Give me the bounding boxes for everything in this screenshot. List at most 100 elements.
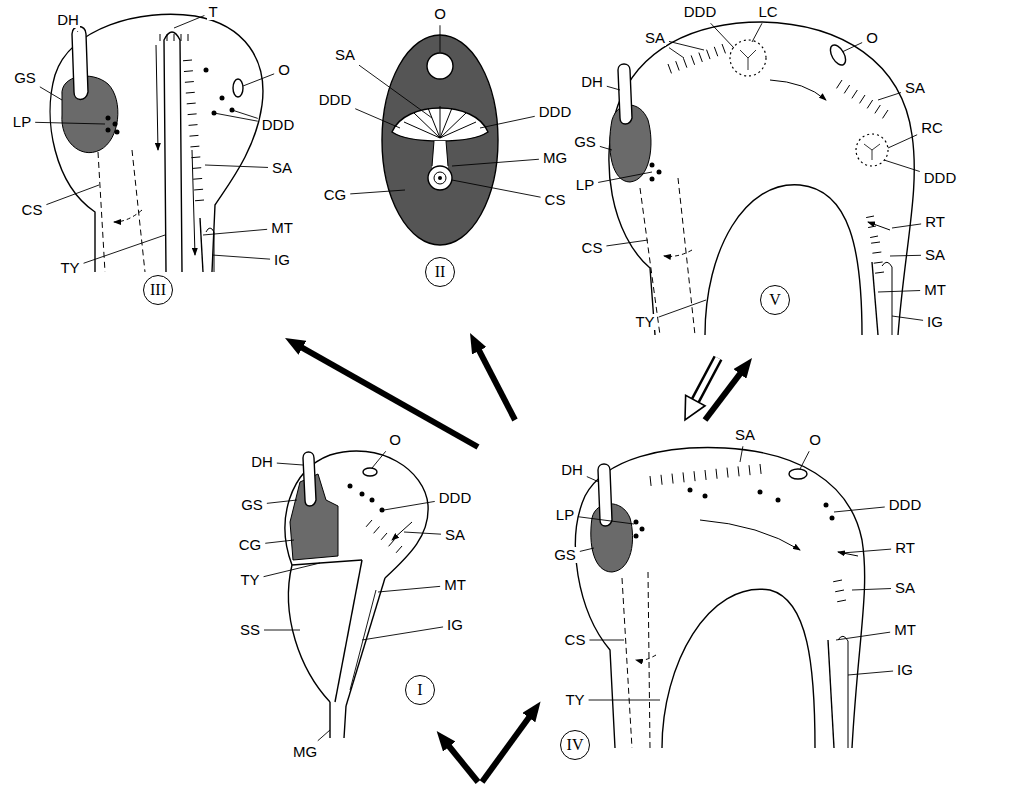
figure-line: [668, 64, 671, 73]
leader-line: [264, 563, 320, 577]
figure-line: [837, 600, 846, 602]
figure-line: [683, 58, 686, 67]
leader-line: [711, 23, 734, 48]
figure-line: [650, 177, 655, 182]
figure-line: [870, 236, 878, 238]
figure-line: [195, 200, 204, 202]
figure-line: [691, 55, 694, 64]
hatching: [160, 34, 888, 602]
figure-line: [50, 14, 263, 272]
figure-line: [883, 110, 888, 118]
figure-line: [106, 116, 111, 121]
figure-line: [482, 716, 530, 782]
leader-line: [205, 165, 268, 167]
figure-line: [705, 470, 706, 480]
figure-line: [618, 64, 632, 124]
part-label: DDD: [261, 117, 296, 134]
leader-line: [669, 48, 684, 58]
leader-line: [836, 632, 890, 640]
figure-number-circle: I: [405, 675, 435, 705]
part-label: TY: [634, 314, 655, 331]
leader-line: [212, 255, 270, 259]
figure-line: [194, 189, 203, 191]
figure-line: [432, 141, 448, 166]
figure-line: [396, 546, 402, 553]
arrow-shaft: [478, 349, 515, 420]
figure-line: [188, 34, 189, 41]
figure-line: [114, 210, 142, 222]
figure-line: [740, 50, 756, 70]
figure-number: I: [417, 682, 422, 698]
part-label: SS: [239, 622, 261, 639]
figure-five: [609, 22, 914, 335]
figure-line: [634, 534, 639, 539]
figure-line: [190, 146, 199, 148]
leader-line: [852, 589, 891, 590]
figure-line: [852, 90, 857, 98]
figure-number: III: [150, 282, 166, 298]
figure-line: [828, 640, 834, 748]
figure-line: [98, 150, 145, 272]
part-label: MT: [893, 622, 917, 639]
leader-line: [892, 316, 923, 320]
part-label: SA: [734, 427, 756, 444]
figure-line: [827, 42, 848, 67]
figure-four: [575, 448, 864, 748]
figure-line: [366, 520, 372, 527]
part-label: DDD: [923, 170, 958, 187]
figure-line: [106, 128, 111, 133]
figure-line: [866, 216, 874, 218]
part-label: MG: [292, 744, 318, 761]
part-label: DDD: [538, 104, 573, 121]
figure-line: [360, 492, 365, 497]
part-label: MT: [443, 577, 467, 594]
figure-line: [707, 50, 710, 59]
figure-line: [392, 522, 412, 540]
leader-line: [589, 700, 660, 701]
part-label: SA: [924, 247, 946, 264]
figure-line: [882, 262, 892, 335]
figure-line: [348, 484, 385, 513]
figure-panel: IV: [478, 420, 1007, 780]
leader-line: [834, 507, 885, 512]
leader-line: [890, 255, 921, 257]
leader-line: [842, 43, 862, 52]
figure-line: [868, 226, 876, 228]
part-label: DH: [580, 74, 604, 91]
leader-lines: [35, 16, 923, 741]
leader-line: [892, 224, 921, 228]
leader-line: [267, 500, 297, 503]
figure-line: [833, 580, 842, 582]
leader-line: [669, 41, 704, 50]
figure-line: [184, 70, 193, 72]
figure-line: [363, 468, 377, 476]
leader-line: [77, 31, 79, 33]
leader-line: [607, 86, 620, 90]
figure-line: [189, 124, 198, 126]
figure-line: [640, 178, 695, 335]
part-label: DDD: [888, 497, 923, 514]
figure-line: [844, 85, 849, 93]
transition-arrow: [478, 349, 515, 420]
figure-line: [875, 272, 884, 273]
figure-line: [609, 22, 914, 335]
leader-line: [439, 25, 440, 52]
figure-line: [204, 68, 209, 73]
leader-line: [372, 451, 386, 468]
leader-line: [606, 240, 648, 246]
figure-line: [434, 172, 446, 184]
part-label: CG: [238, 537, 263, 554]
part-label: IG: [273, 252, 291, 269]
figure-line: [714, 47, 717, 56]
part-label: TY: [239, 572, 260, 589]
figure-line: [370, 498, 375, 503]
figure-line: [874, 262, 883, 263]
figure-line: [835, 590, 844, 592]
figure-line: [661, 475, 662, 485]
part-label: CS: [564, 632, 587, 649]
figure-line: [676, 61, 679, 70]
figure-number-circle: IV: [560, 730, 590, 760]
figure-line: [303, 452, 316, 506]
figure-line: [636, 655, 656, 660]
